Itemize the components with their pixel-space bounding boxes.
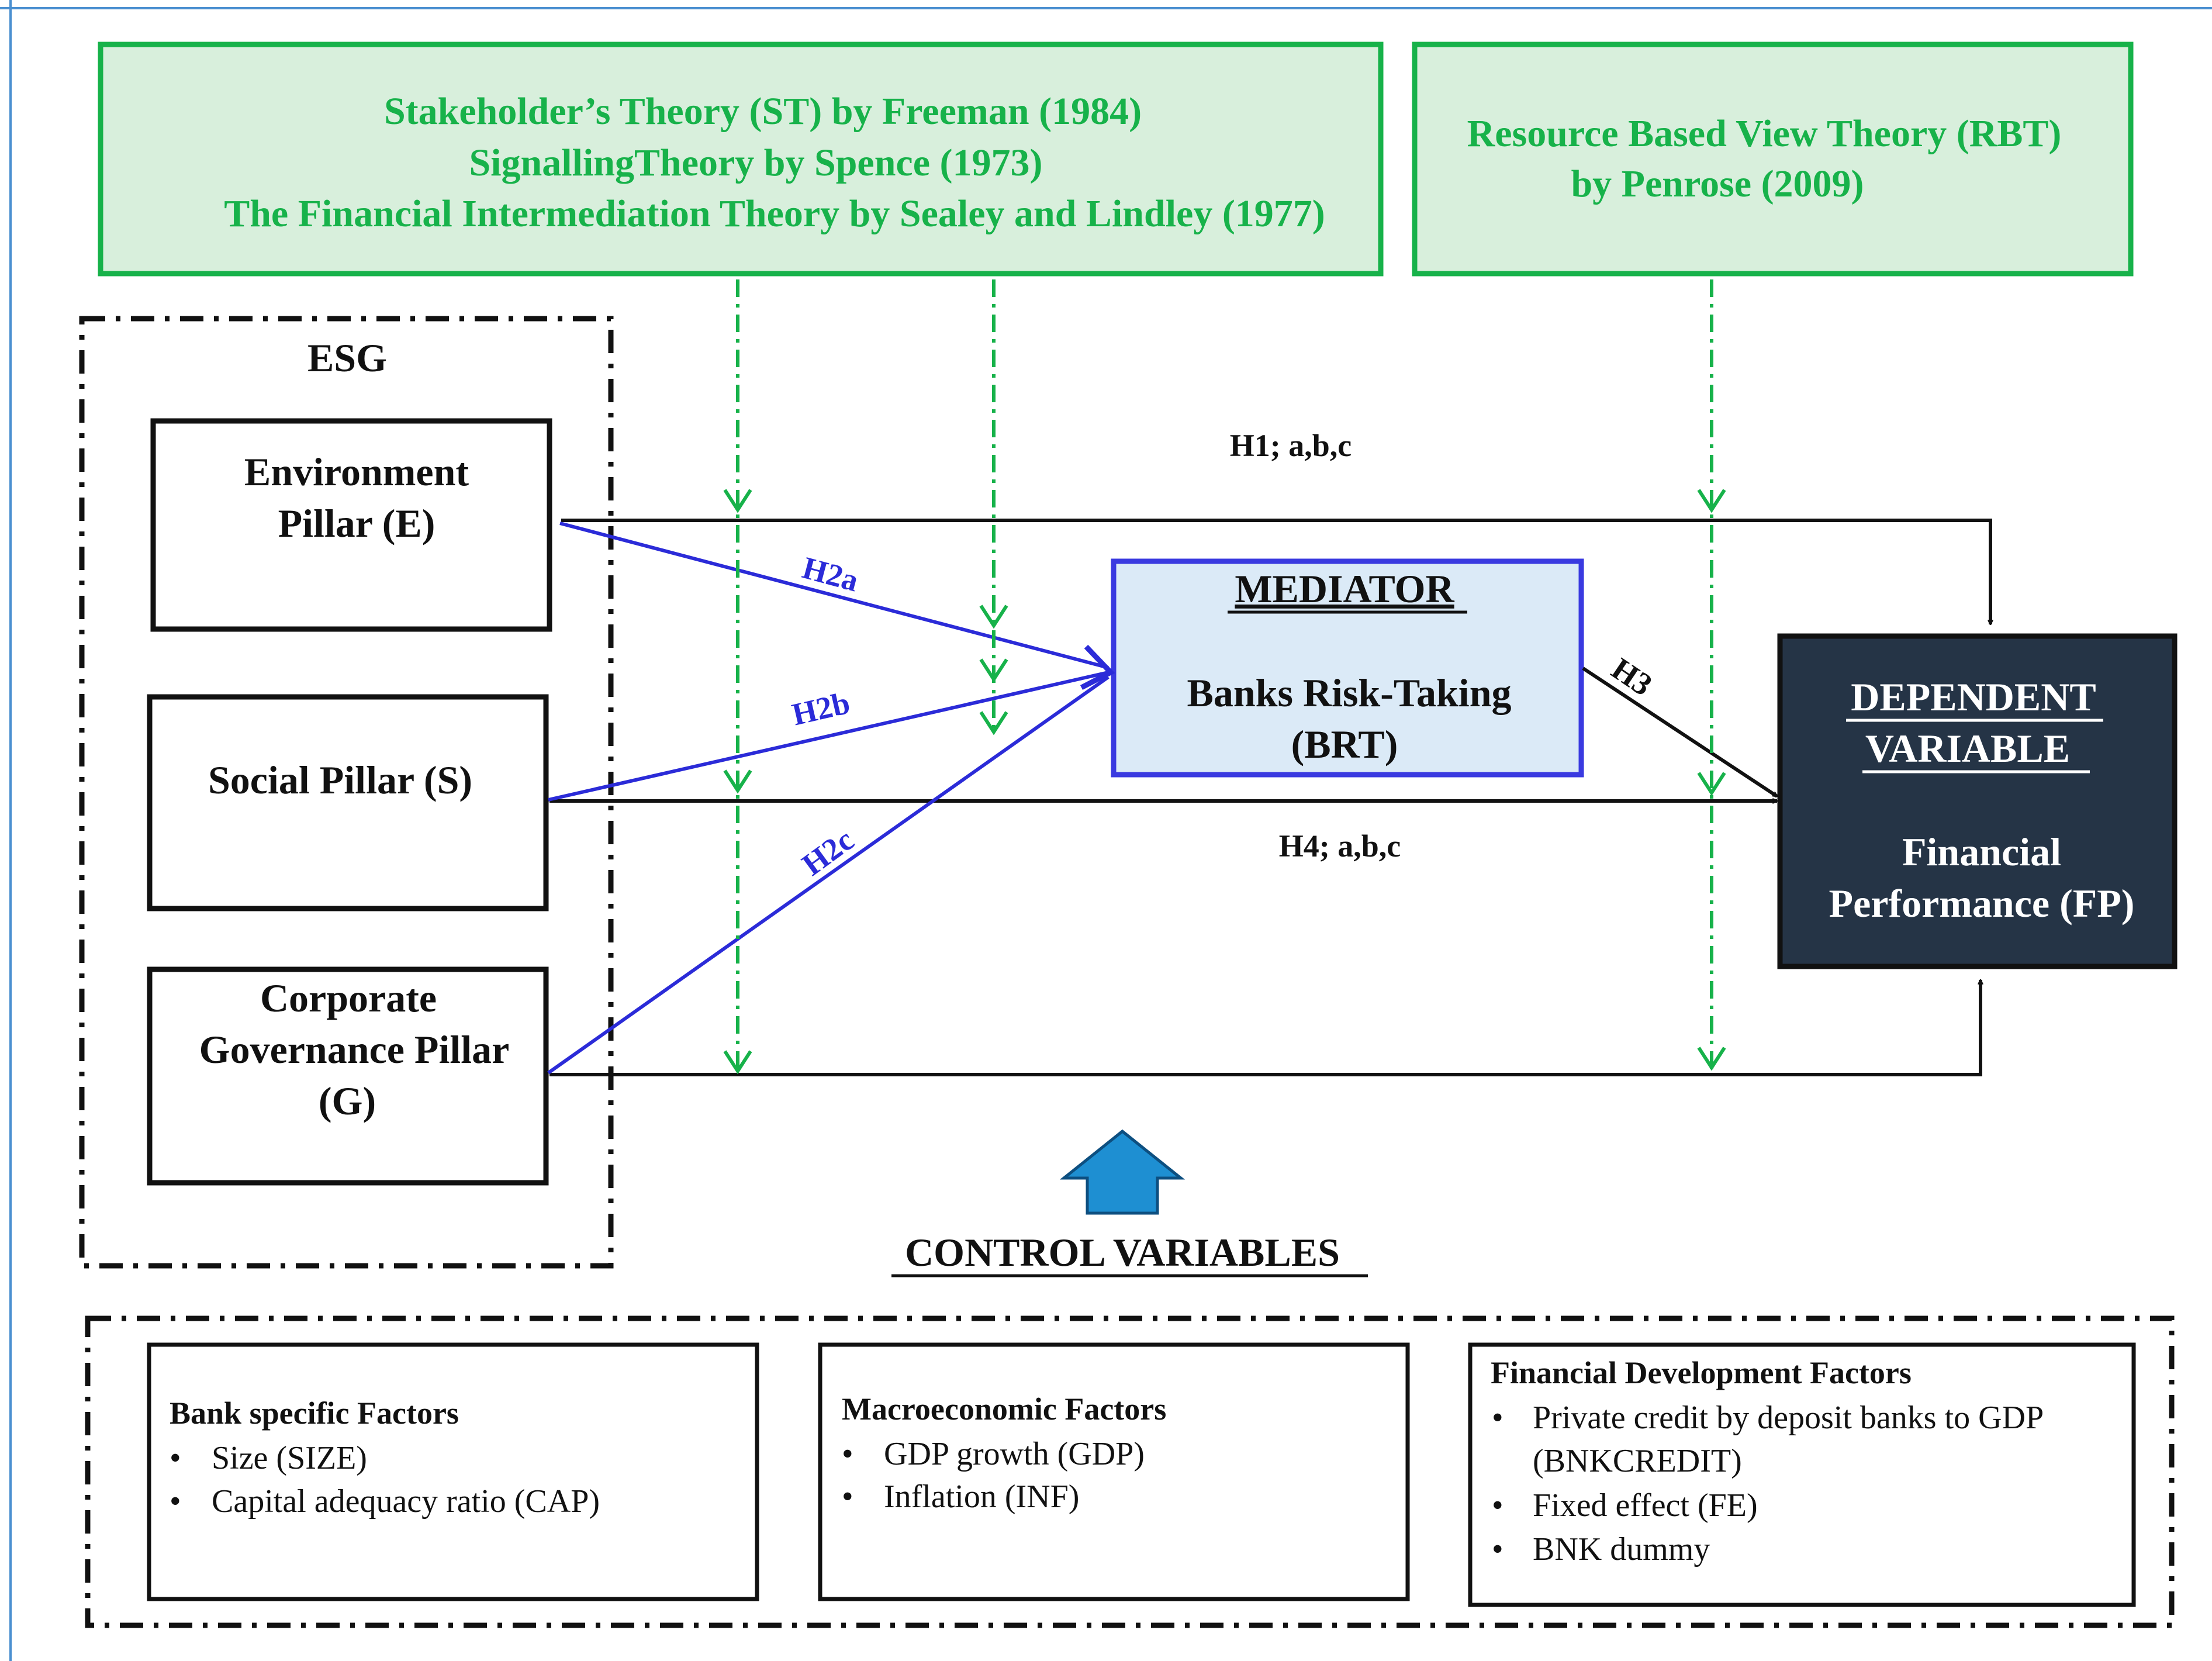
social-pillar-label: Social Pillar (S): [208, 758, 472, 802]
dependent-line1: Financial: [1902, 830, 2061, 874]
theory-line-penrose: by Penrose (2009): [1571, 163, 1864, 205]
green-theory-arrows: [736, 279, 1713, 1076]
controls-container: [85, 1315, 2175, 1628]
control-variables-title: CONTROL VARIABLES: [905, 1230, 1340, 1275]
macro-item-gdp: GDP growth (GDP): [884, 1436, 1145, 1472]
governance-pillar-line1: Corporate: [260, 976, 437, 1020]
bank-factors-box: [147, 1342, 759, 1601]
dependent-heading-line2: VARIABLE: [1865, 726, 2070, 771]
green-arrowhead: [979, 605, 1008, 629]
label-h2b: H2b: [789, 685, 853, 733]
path-h2c: [547, 675, 1110, 1075]
theory-box-left: [98, 42, 1384, 277]
path-governance-to-fp: [549, 980, 1981, 1076]
governance-pillar-box: [147, 966, 549, 1186]
financial-bullet: •: [1492, 1531, 1504, 1567]
green-arrowhead: [1697, 772, 1726, 796]
esg-container: [79, 316, 614, 1269]
label-h2a: H2a: [799, 550, 862, 599]
green-arrowhead: [979, 711, 1008, 735]
path-brt-to-fp: [1582, 667, 1777, 798]
macro-bullet: •: [842, 1479, 853, 1515]
dependent-heading-line1: DEPENDENT: [1851, 675, 2096, 719]
governance-pillar-line3: (G): [319, 1079, 376, 1123]
mediator-box: [1111, 558, 1584, 778]
esg-title: ESG: [307, 336, 387, 380]
financial-item-dummy: BNK dummy: [1533, 1531, 1710, 1567]
green-arrowhead: [979, 658, 1008, 683]
theory-box-right: [1412, 42, 2134, 277]
macro-item-inf: Inflation (INF): [884, 1479, 1079, 1515]
label-h3: H3: [1605, 651, 1658, 702]
control-up-arrow-icon: [1059, 1129, 1186, 1215]
green-arrowhead: [1697, 489, 1726, 513]
theory-line-signalling: SignallingTheory by Spence (1973): [469, 141, 1043, 184]
green-arrowhead: [723, 489, 752, 513]
path-h2b: [548, 671, 1109, 802]
dependent-line2: Performance (FP): [1829, 881, 2135, 926]
financial-item-credit: Private credit by deposit banks to GDP: [1533, 1400, 2044, 1436]
environment-pillar-line2: Pillar (E): [278, 501, 436, 545]
mediator-line2: (BRT): [1291, 722, 1398, 766]
bank-factors-heading: Bank specific Factors: [170, 1396, 459, 1431]
macro-factors-box: [818, 1342, 1410, 1601]
theory-line-intermediation: The Financial Intermediation Theory by S…: [224, 192, 1325, 235]
bank-item-cap: Capital adequacy ratio (CAP): [212, 1483, 600, 1520]
bank-bullet: •: [170, 1483, 181, 1520]
financial-bullet: •: [1492, 1400, 1504, 1436]
bank-bullet: •: [170, 1440, 181, 1476]
theory-line-rbt: Resource Based View Theory (RBT): [1467, 112, 2062, 155]
green-arrowheads: [723, 489, 1726, 1075]
path-environment-to-fp: [561, 519, 1990, 624]
blue-paths: [547, 522, 1115, 1075]
environment-pillar-box: [150, 418, 552, 632]
governance-pillar-line2: Governance Pillar: [199, 1027, 510, 1072]
financial-bullet: •: [1492, 1487, 1504, 1524]
dependent-box: [1777, 633, 2178, 969]
mediator-line1: Banks Risk-Taking: [1187, 671, 1511, 715]
arrowhead-h2: [1080, 644, 1115, 690]
bank-item-size: Size (SIZE): [212, 1440, 367, 1476]
financial-item-credit-cont: (BNKCREDIT): [1533, 1443, 1742, 1479]
environment-pillar-line1: Environment: [244, 450, 469, 494]
green-arrowhead: [723, 769, 752, 794]
theory-line-stakeholder: Stakeholder’s Theory (ST) by Freeman (19…: [384, 90, 1142, 133]
macro-factors-heading: Macroeconomic Factors: [842, 1391, 1166, 1427]
financial-factors-box: [1468, 1342, 2136, 1607]
path-h2a: [559, 522, 1109, 669]
financial-factors-heading: Financial Development Factors: [1491, 1355, 1912, 1390]
financial-item-fe: Fixed effect (FE): [1533, 1487, 1758, 1524]
mediator-heading: MEDIATOR: [1235, 567, 1454, 611]
label-h2c: H2c: [796, 822, 860, 882]
label-h4: H4; a,b,c: [1279, 828, 1401, 864]
label-h1: H1; a,b,c: [1230, 428, 1352, 463]
social-pillar-box: [147, 694, 549, 911]
macro-bullet: •: [842, 1436, 853, 1472]
green-arrowhead: [723, 1050, 752, 1075]
green-arrowhead: [1697, 1047, 1726, 1071]
